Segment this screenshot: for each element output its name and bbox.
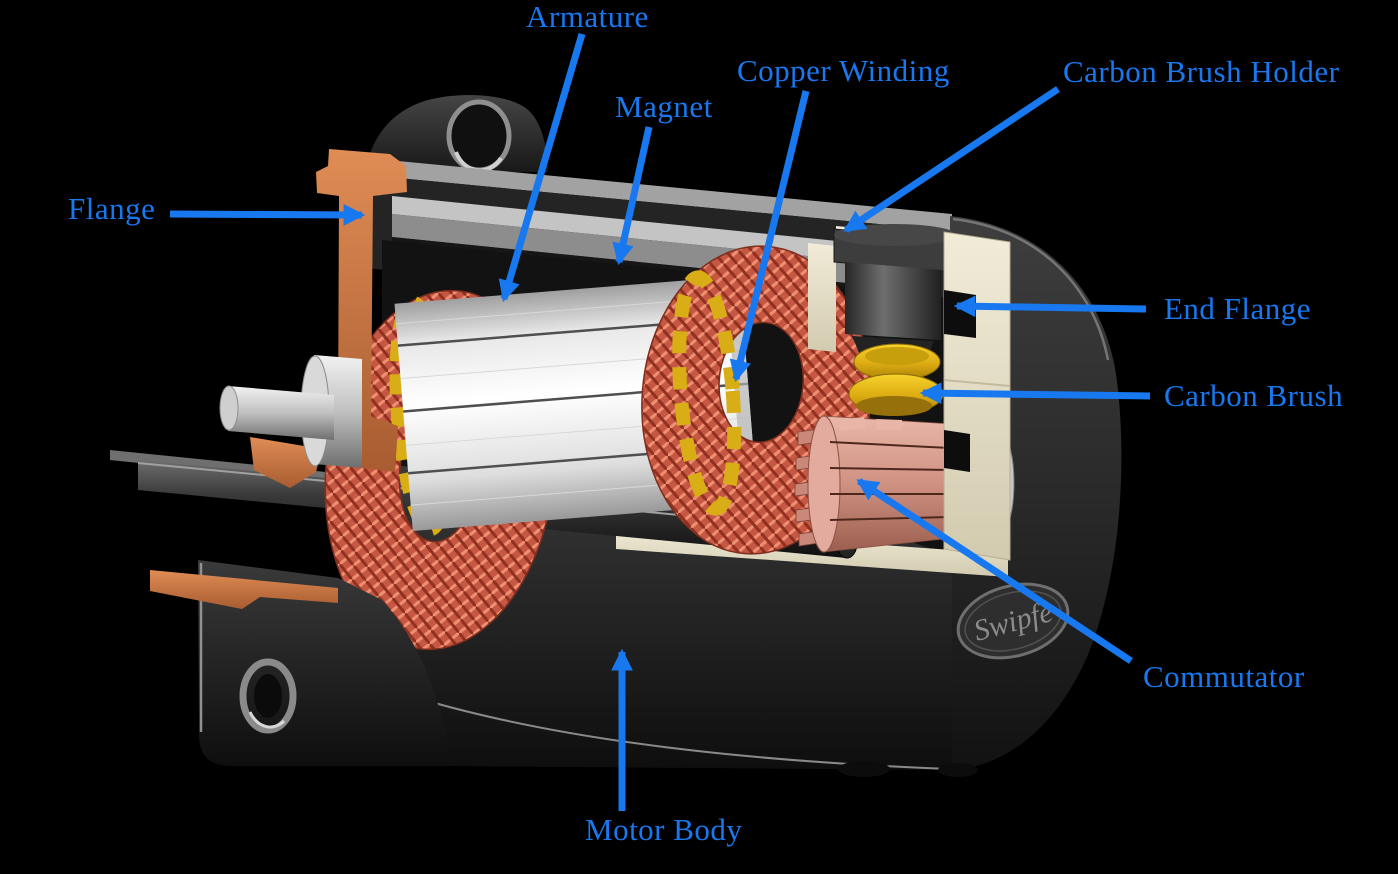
label-copper-winding: Copper Winding <box>737 53 950 88</box>
label-arrows <box>169 33 1151 811</box>
label-magnet: Magnet <box>615 89 713 124</box>
shaft <box>219 355 362 468</box>
label-end-flange: End Flange <box>1164 291 1312 326</box>
body-foot <box>938 763 978 777</box>
flange-arrow <box>169 204 366 226</box>
copper-winding-arrow <box>729 90 810 383</box>
mounting-bracket <box>150 560 452 766</box>
armature-arrow <box>498 33 586 303</box>
carbon-brush-holder-arrow <box>843 86 1060 233</box>
end-flange-arrow <box>953 295 1147 318</box>
body-top-highlight <box>366 158 952 231</box>
magnet-arrow <box>612 126 653 266</box>
body-foot <box>838 761 890 777</box>
end-cap-rim <box>952 217 1110 361</box>
carbon-brush <box>848 343 944 416</box>
label-motor-body: Motor Body <box>585 812 743 847</box>
commutator-arrow <box>856 478 1133 664</box>
label-commutator: Commutator <box>1143 659 1305 694</box>
slot-wedges-right <box>672 270 742 516</box>
label-armature: Armature <box>526 0 649 34</box>
label-carbon-brush: Carbon Brush <box>1164 378 1344 413</box>
carbon-brush-arrow <box>919 382 1151 405</box>
label-carbon-brush-holder: Carbon Brush Holder <box>1063 54 1340 89</box>
bracket-hole-icon <box>239 658 297 734</box>
label-flange: Flange <box>68 191 156 226</box>
end-flange-post <box>808 243 836 352</box>
